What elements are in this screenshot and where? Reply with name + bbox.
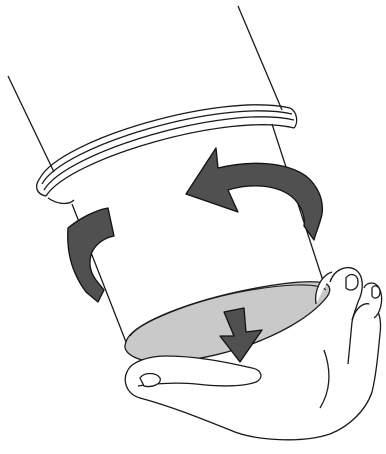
lid-outer: [125, 282, 330, 362]
fingernail-2: [372, 286, 380, 298]
bottom-lid: [125, 282, 330, 362]
left-rotate-arrow-icon: [68, 208, 114, 302]
upper-tube: [8, 6, 282, 172]
thumbnail: [140, 374, 160, 387]
upper-tube-right-edge: [238, 6, 282, 110]
collar-ring: [37, 105, 297, 204]
upper-tube-left-edge: [8, 76, 54, 172]
rotate-arrow-icon: [186, 148, 322, 240]
fingernail-1: [346, 275, 358, 290]
